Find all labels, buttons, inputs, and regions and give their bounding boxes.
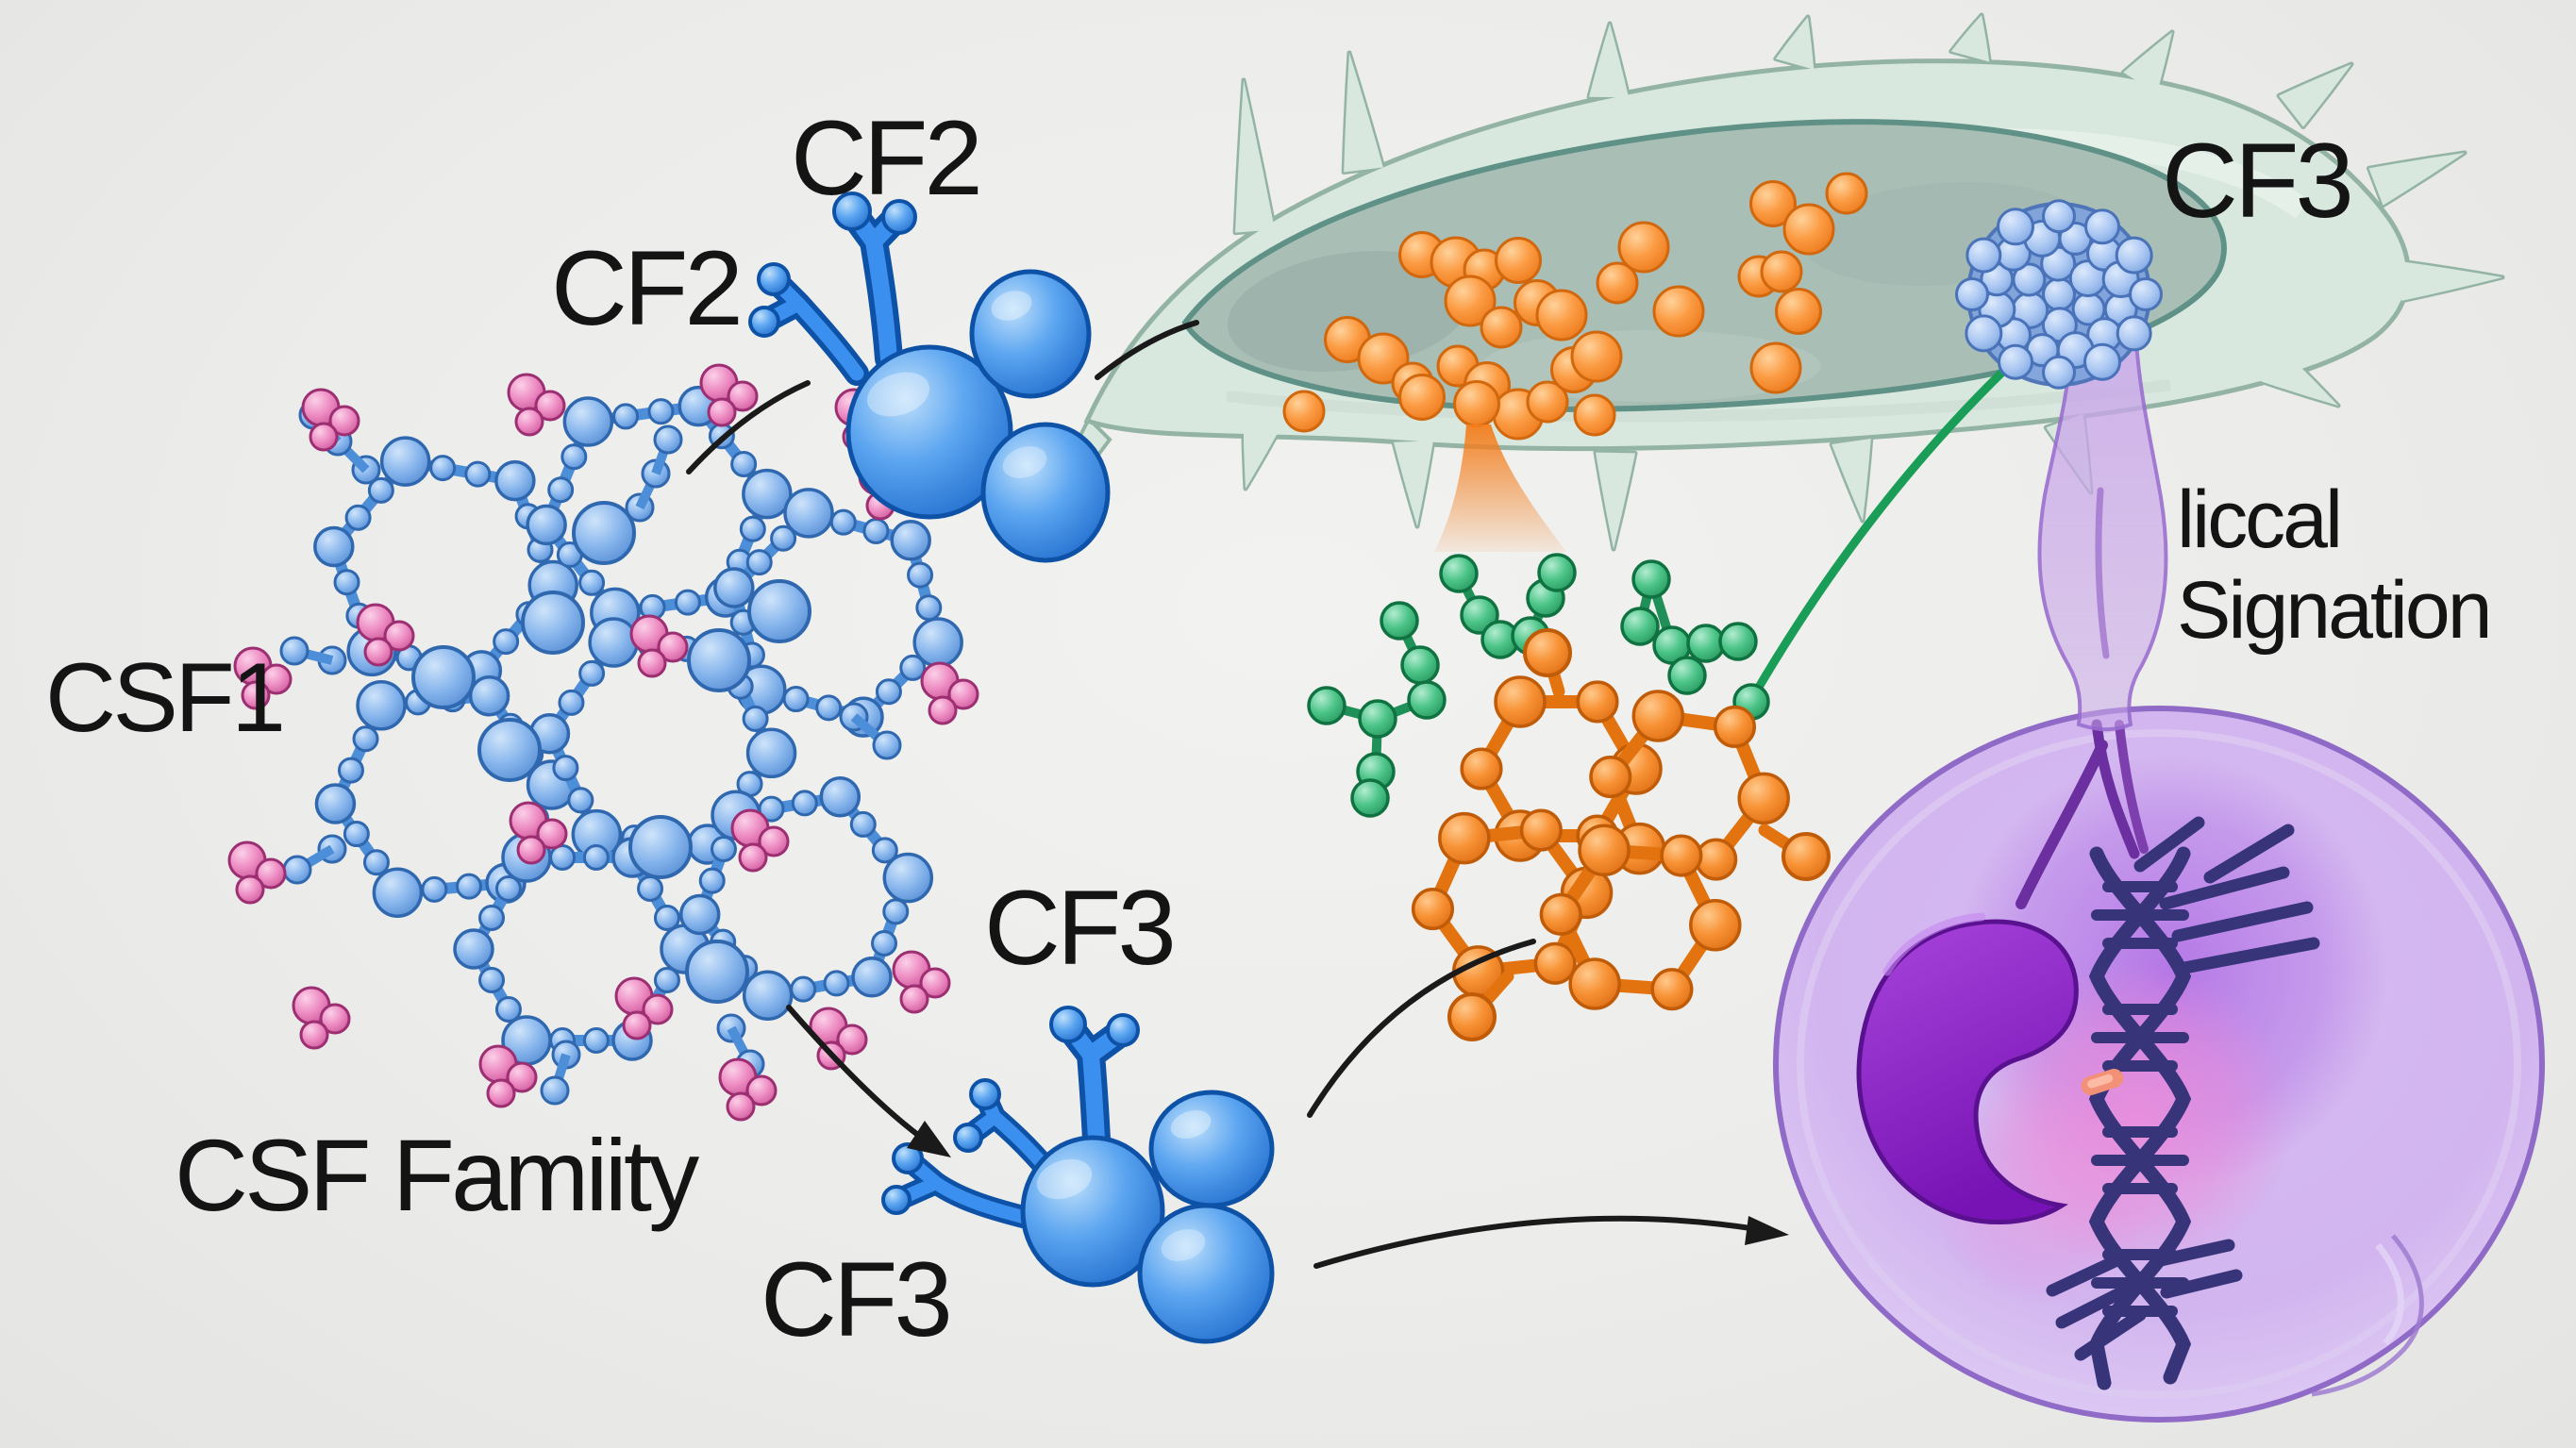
cf3-receptor	[881, 1006, 1275, 1344]
label-csf-family: CSF Famiity	[175, 1118, 699, 1232]
connector-arrows	[686, 320, 1789, 1269]
arrow-csf1-to-cf2	[686, 380, 811, 474]
arrow-csf1-to-cf3	[786, 1005, 932, 1146]
label-cf2-upper: CF2	[791, 99, 983, 217]
label-signal-line2: Signation	[2177, 565, 2493, 656]
dna-fray-top	[2133, 816, 2320, 974]
label-signal-line1: liccal	[2177, 474, 2343, 565]
label-cf3-mid: CF3	[984, 869, 1177, 987]
arrow-cf3-to-ligand	[1307, 939, 1536, 1118]
nucleus-organelle	[1856, 912, 2079, 1225]
cf3-vesicle-cluster	[1955, 199, 2163, 390]
label-cf2-lower: CF2	[551, 229, 744, 347]
membrane-fold	[2311, 1234, 2424, 1397]
cf2-receptor	[748, 191, 1111, 563]
label-csf1: CSF1	[45, 643, 286, 753]
purple-cell	[1773, 706, 2545, 1423]
signal-strands	[2016, 719, 2149, 909]
label-cf3-lower: CF3	[761, 1240, 953, 1358]
secretion-funnel-orange	[1434, 424, 1566, 552]
signal-funnel-purple	[2037, 336, 2168, 732]
label-cf3-cell: CF3	[2162, 122, 2354, 240]
arrowhead	[907, 1121, 951, 1157]
dna-fray-bottom	[2046, 1239, 2243, 1361]
capsule	[2081, 1068, 2124, 1096]
dna-helix	[2046, 816, 2320, 1390]
green-messengers	[1307, 553, 1758, 818]
cell-spikes	[1235, 15, 2502, 549]
orange-ligand-network	[1411, 628, 1831, 1041]
csf1-network	[227, 363, 979, 1122]
arrowhead	[1745, 1216, 1789, 1245]
arrow-cf3-to-purple-cell	[1313, 1215, 1760, 1269]
arrow-cf2-to-cell	[1095, 320, 1199, 380]
